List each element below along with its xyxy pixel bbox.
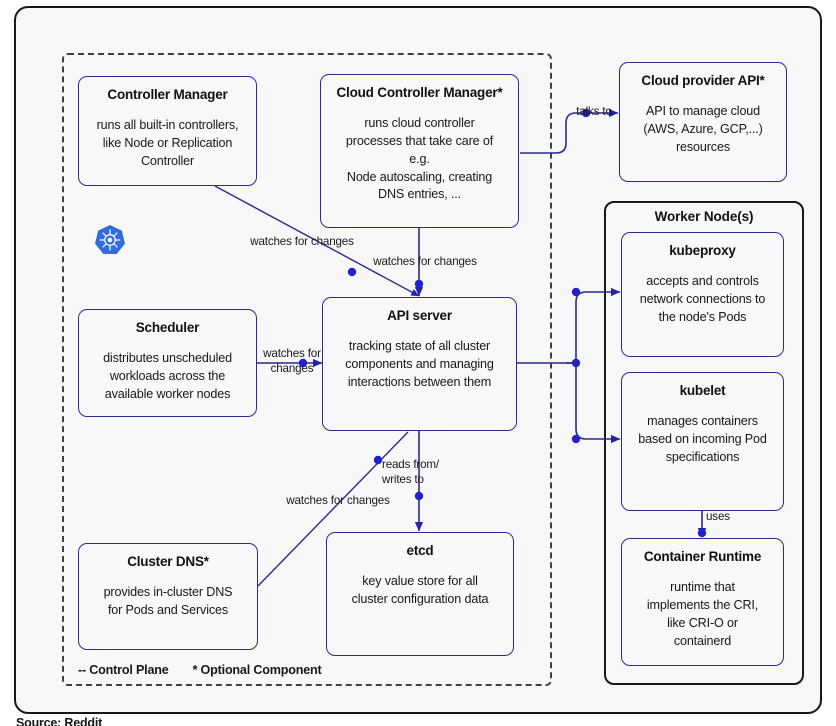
source-caption: Source: Reddit	[16, 716, 103, 726]
node-description: manages containers based on incoming Pod…	[638, 413, 767, 464]
node-title: API server	[387, 308, 452, 323]
node-title: Scheduler	[135, 320, 200, 335]
node-description: runs cloud controller processes that tak…	[345, 115, 494, 202]
legend-optional-component: * Optional Component	[192, 663, 322, 677]
node-description: distributes unscheduled workloads across…	[103, 350, 232, 401]
node-description: runs all built-in controllers, like Node…	[96, 117, 239, 168]
node-title: Controller Manager	[107, 87, 228, 102]
node-scheduler[interactable]: Scheduler distributes unscheduled worklo…	[78, 309, 257, 417]
node-title: Cloud provider API*	[641, 73, 765, 88]
node-description: key value store for all cluster configur…	[351, 573, 489, 606]
node-description: accepts and controls network connections…	[639, 273, 766, 324]
node-kubelet[interactable]: kubelet manages containers based on inco…	[621, 372, 784, 511]
node-api-server[interactable]: API server tracking state of all cluster…	[322, 297, 517, 431]
node-cluster-dns[interactable]: Cluster DNS* provides in-cluster DNS for…	[78, 543, 258, 650]
diagram-legend: -- Control Plane * Optional Component	[78, 663, 322, 677]
node-title: Container Runtime	[643, 549, 762, 564]
node-container-runtime[interactable]: Container Runtime runtime that implement…	[621, 538, 784, 666]
node-title: kubelet	[679, 383, 726, 398]
worker-node-region-label: Worker Node(s)	[654, 209, 754, 224]
node-title: etcd	[406, 543, 434, 558]
edge-label-controller-manager-to-api: watches for changes	[250, 235, 354, 248]
node-description: API to manage cloud (AWS, Azure, GCP,...…	[643, 103, 763, 154]
worker-node-region	[604, 201, 804, 685]
node-title: Cluster DNS*	[127, 554, 209, 569]
node-description: provides in-cluster DNS for Pods and Ser…	[103, 584, 233, 617]
control-plane-region	[62, 53, 552, 686]
node-title: Cloud Controller Manager*	[336, 85, 503, 100]
node-controller-manager[interactable]: Controller Manager runs all built-in con…	[78, 76, 257, 186]
legend-control-plane: -- Control Plane	[78, 663, 169, 677]
edge-label-talks-to: talks to	[576, 105, 612, 118]
node-description: tracking state of all cluster components…	[345, 338, 494, 389]
edge-label-kubelet-to-runtime: uses	[706, 510, 730, 523]
edge-label-cluster-dns-to-api: watches for changes	[286, 494, 390, 507]
node-cloud-provider-api[interactable]: Cloud provider API* API to manage cloud …	[619, 62, 787, 182]
edge-label-cloud-controller-to-api: watches for changes	[373, 255, 477, 268]
edge-label-api-to-etcd: reads from/ writes to	[382, 458, 439, 487]
kubernetes-logo-icon	[95, 225, 125, 254]
edge-label-scheduler-to-api: watches for changes	[263, 347, 321, 376]
node-description: runtime that implements the CRI, like CR…	[646, 579, 759, 648]
node-kubeproxy[interactable]: kubeproxy accepts and controls network c…	[621, 232, 784, 357]
node-title: kubeproxy	[669, 243, 736, 258]
node-etcd[interactable]: etcd key value store for all cluster con…	[326, 532, 514, 656]
node-cloud-controller-manager[interactable]: Cloud Controller Manager* runs cloud con…	[320, 74, 519, 228]
